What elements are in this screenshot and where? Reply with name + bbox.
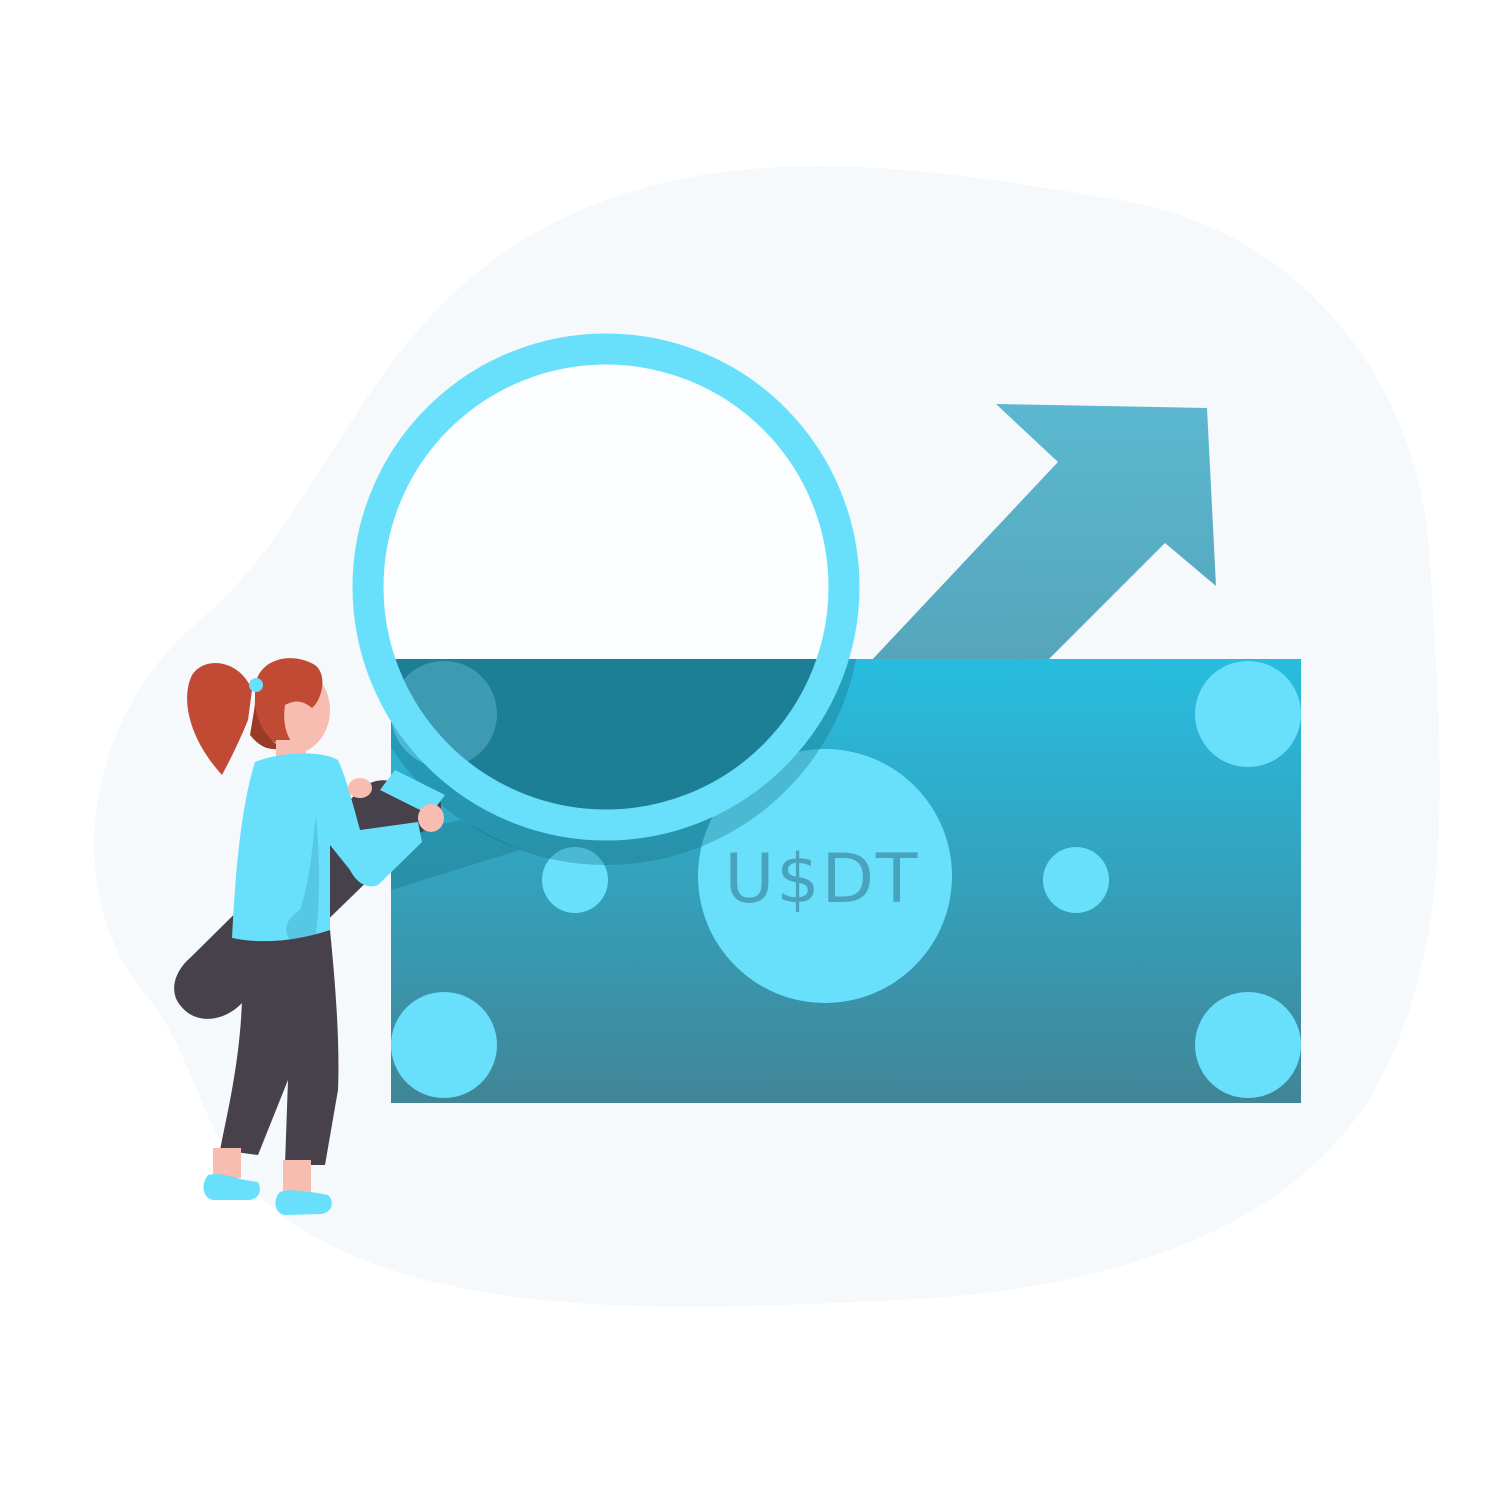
upward-arrow-icon — [870, 404, 1216, 668]
magnifier-ring — [352, 333, 860, 841]
hand-right — [418, 804, 444, 832]
bill-label: U$DT — [725, 840, 920, 919]
hair-tie — [249, 678, 263, 692]
hair-ponytail — [187, 663, 252, 775]
bill-corner-dot-bottom-left — [391, 992, 497, 1098]
pants — [220, 930, 339, 1165]
bill-side-dot-right — [1043, 847, 1109, 913]
woman-figure — [187, 658, 444, 1215]
shoe-left — [203, 1174, 260, 1200]
bill-side-dot-left — [542, 847, 608, 913]
hair — [255, 658, 323, 746]
bill-corner-dot-bottom-right — [1195, 992, 1301, 1098]
banknote-icon: U$DT — [391, 659, 1301, 1103]
shoe-right — [275, 1190, 332, 1215]
bill-center-medallion — [698, 749, 952, 1003]
bill-corner-dot-top-right — [1195, 661, 1301, 767]
shirt — [232, 753, 422, 942]
hand-left — [348, 778, 372, 798]
